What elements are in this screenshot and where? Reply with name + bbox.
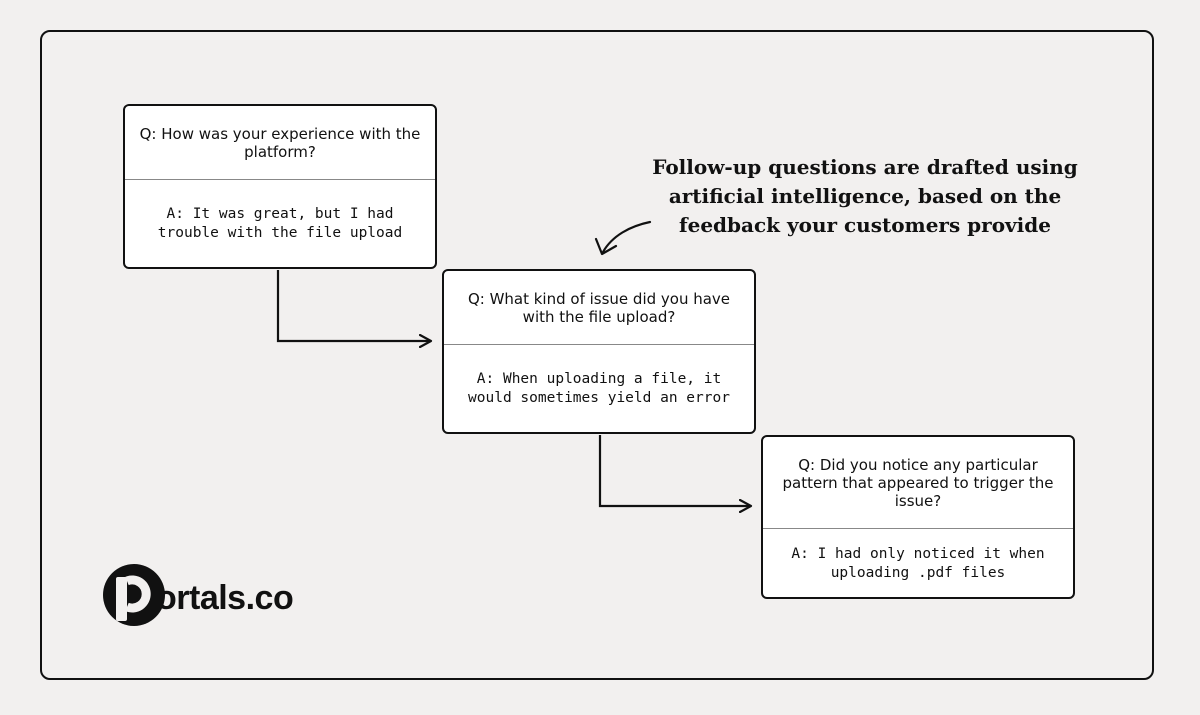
portals-p-logo-icon: [102, 563, 166, 627]
answer-2: A: When uploading a file, it would somet…: [468, 371, 730, 406]
answer-3: A: I had only noticed it when uploading …: [791, 545, 1045, 581]
question-2: Q: What kind of issue did you have with …: [444, 271, 754, 345]
brand-name: ortals.co: [156, 578, 294, 617]
question-3: Q: Did you notice any particular pattern…: [763, 437, 1073, 529]
question-card-1: Q: How was your experience with the plat…: [123, 104, 437, 269]
answer-1: A: It was great, but I had trouble with …: [157, 206, 403, 241]
question-card-2: Q: What kind of issue did you have with …: [442, 269, 756, 434]
question-card-3: Q: Did you notice any particular pattern…: [761, 435, 1075, 599]
brand-logo: ortals.co: [102, 560, 294, 630]
ai-callout-text: Follow-up questions are drafted using ar…: [652, 155, 1078, 237]
question-1: Q: How was your experience with the plat…: [125, 106, 435, 180]
